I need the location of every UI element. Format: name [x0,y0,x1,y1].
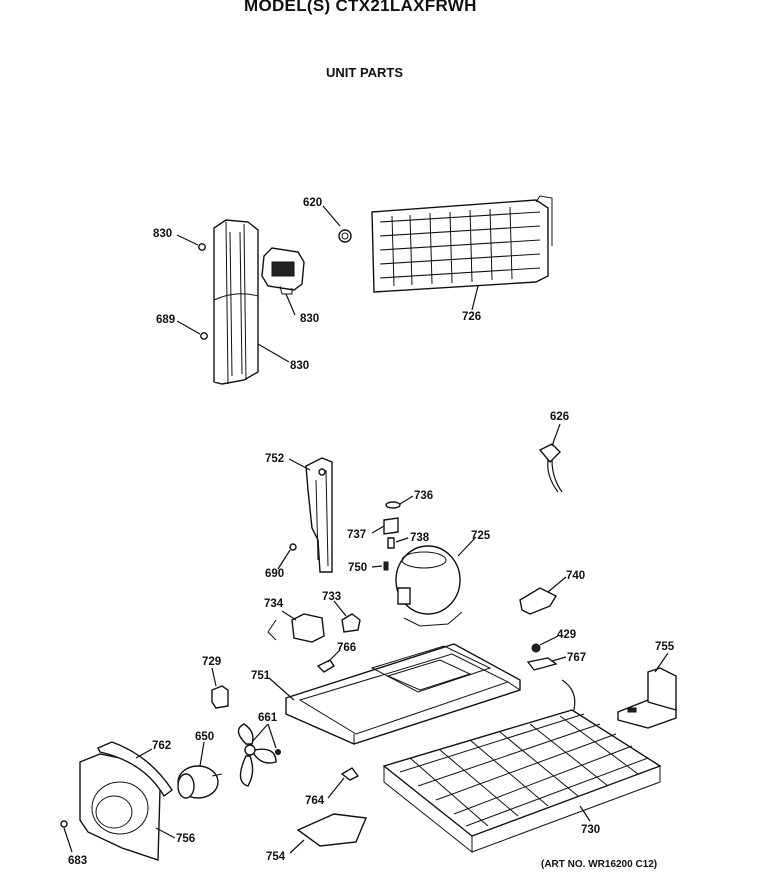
part-bolt-750 [383,561,389,571]
callout-730: 730 [581,824,600,836]
part-grommet-737 [383,517,399,535]
model-title: MODEL(S) CTX21LAXFRWH [244,0,477,15]
part-fan-blade-661 [237,723,281,787]
part-766 [316,659,335,673]
part-compressor-725 [395,545,463,627]
callout-830-screw: 830 [153,228,172,240]
callout-labels: 620 830 830 689 830 726 626 752 736 737 … [68,197,675,867]
part-condenser-726 [371,195,553,293]
callout-620: 620 [303,197,322,209]
grommet-620 [338,229,352,243]
part-bracket-740 [519,587,557,615]
callout-737: 737 [347,529,366,541]
part-insulation-762 [97,741,173,798]
callout-650: 650 [195,731,214,743]
callout-754: 754 [266,851,286,863]
part-capacitor-733 [341,613,361,633]
callout-830-relay: 830 [300,313,319,325]
callout-767: 767 [567,652,586,664]
part-drier-626 [538,443,563,493]
part-base-pan-751 [285,643,521,745]
screw-429 [531,643,541,653]
callout-830-channel: 830 [290,360,309,372]
callout-726: 726 [462,311,481,323]
part-729 [211,685,229,709]
screw-690 [289,543,297,551]
part-channel-830 [213,219,259,385]
part-relay-830 [261,247,305,295]
part-shroud-756 [79,741,173,861]
callout-734: 734 [264,598,284,610]
part-clip-736 [385,501,401,509]
callout-750: 750 [348,562,367,574]
callout-683: 683 [68,855,87,867]
callout-429: 429 [557,629,576,641]
screw-689 [200,332,208,340]
callout-736: 736 [414,490,433,502]
part-clip-767 [526,657,558,671]
callout-766: 766 [337,642,356,654]
part-bracket-752 [305,457,333,573]
callout-738: 738 [410,532,430,544]
callout-689: 689 [156,314,175,326]
callout-626: 626 [550,411,569,423]
part-fan-motor-650 [177,765,223,799]
callout-740: 740 [566,570,585,582]
callout-755: 755 [655,641,675,653]
section-title: UNIT PARTS [326,65,404,80]
callout-762: 762 [152,740,171,752]
callout-729: 729 [202,656,221,668]
part-clip-764 [340,767,360,781]
callout-725: 725 [471,530,491,542]
screw-683 [60,820,68,828]
leader-lines [63,205,669,854]
part-drain-pan-754 [296,813,368,847]
part-condenser-coil-730 [382,679,662,854]
part-relay-734 [267,613,325,643]
callout-764: 764 [305,795,325,807]
callout-690: 690 [265,568,284,580]
callout-756: 756 [176,833,195,845]
callout-733: 733 [322,591,341,603]
screw-830 [198,243,206,251]
part-bracket-755 [617,667,677,729]
part-spacer-738 [387,537,395,549]
callout-751: 751 [251,670,271,682]
callout-752: 752 [265,453,284,465]
callout-661: 661 [258,712,278,724]
art-number: (ART NO. WR16200 C12) [541,859,658,870]
